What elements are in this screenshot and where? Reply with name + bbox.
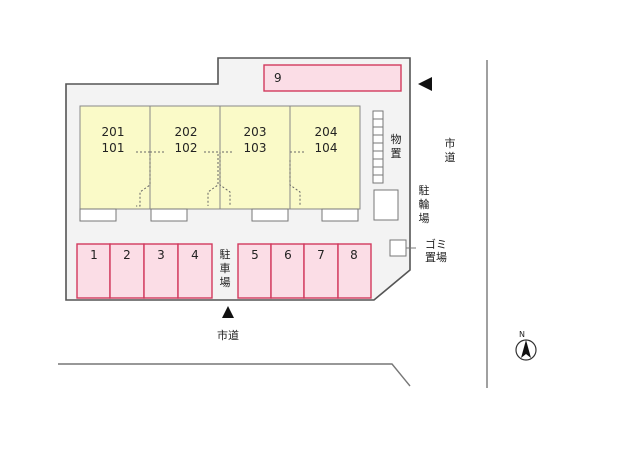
stair-outlines: [136, 151, 306, 207]
parking-space-8: [337, 243, 372, 299]
parking-label-char-3: 場: [220, 276, 231, 289]
bicycle-label-char-3: 場: [419, 212, 430, 225]
unit-4: 204 104: [289, 105, 361, 222]
unit-3-upper-number: 203: [244, 125, 267, 139]
garbage-label-line-1: ゴミ: [425, 237, 447, 251]
parking-space-8-label: 8: [350, 248, 358, 262]
bicycle-label-char-1: 駐: [419, 183, 430, 197]
parking-space-6-label: 6: [284, 248, 292, 262]
parking-space-2-label: 2: [123, 248, 131, 262]
parking-block-left: 1 2 3 4: [76, 243, 213, 299]
parking-space-1-label: 1: [90, 248, 98, 262]
unit-4-entrance: [321, 208, 359, 222]
parking-block-right: 5 6 7 8: [237, 243, 372, 299]
storage-label-char-2: 置: [391, 147, 402, 160]
south-road-label: 市道: [217, 328, 239, 342]
parking-space-6: [270, 243, 305, 299]
south-entrance-arrow-icon: [222, 306, 234, 318]
parking-label-char-1: 駐: [220, 247, 231, 261]
parking-space-7-label: 7: [317, 248, 325, 262]
unit-1: 201 101: [79, 105, 151, 222]
north-letter: N: [519, 330, 525, 339]
parking-space-3: [143, 243, 179, 299]
north-compass-icon: N: [515, 330, 537, 361]
unit-4-lower-number: 104: [315, 141, 338, 155]
unit-3-entrance: [251, 208, 289, 222]
parking-space-9: [263, 64, 402, 92]
east-road-label-char-2: 道: [445, 150, 456, 164]
building: 201 101 202 102 203 103 204 104: [79, 105, 361, 222]
parking-space-3-label: 3: [157, 248, 165, 262]
parking-space-9-label: 9: [274, 71, 282, 85]
south-road-line: [58, 363, 411, 387]
unit-3: 203 103: [219, 105, 291, 222]
parking-space-5: [237, 243, 272, 299]
unit-1-entrance: [79, 208, 117, 222]
unit-1-lower-number: 101: [102, 141, 125, 155]
parking-space-2: [109, 243, 145, 299]
east-road-label-char-1: 市: [445, 136, 456, 150]
bicycle-label-char-2: 輪: [419, 197, 430, 211]
parking-space-4-label: 4: [191, 248, 199, 262]
garbage-label-line-2: 置場: [425, 251, 447, 264]
unit-1-upper-number: 201: [102, 125, 125, 139]
parking-space-4: [177, 243, 213, 299]
storage-shed: [372, 110, 384, 184]
unit-2-lower-number: 102: [175, 141, 198, 155]
parking-label-char-2: 車: [220, 261, 231, 275]
east-entrance-arrow-icon: [418, 77, 432, 91]
storage-label-char-1: 物: [391, 132, 402, 146]
parking-space-1: [76, 243, 111, 299]
unit-4-upper-number: 204: [315, 125, 338, 139]
garbage-area: [389, 239, 407, 257]
unit-2-upper-number: 202: [175, 125, 198, 139]
bicycle-parking: [373, 189, 399, 221]
unit-3-lower-number: 103: [244, 141, 267, 155]
unit-2: 202 102: [149, 105, 221, 222]
parking-space-5-label: 5: [251, 248, 259, 262]
unit-2-entrance: [150, 208, 188, 222]
